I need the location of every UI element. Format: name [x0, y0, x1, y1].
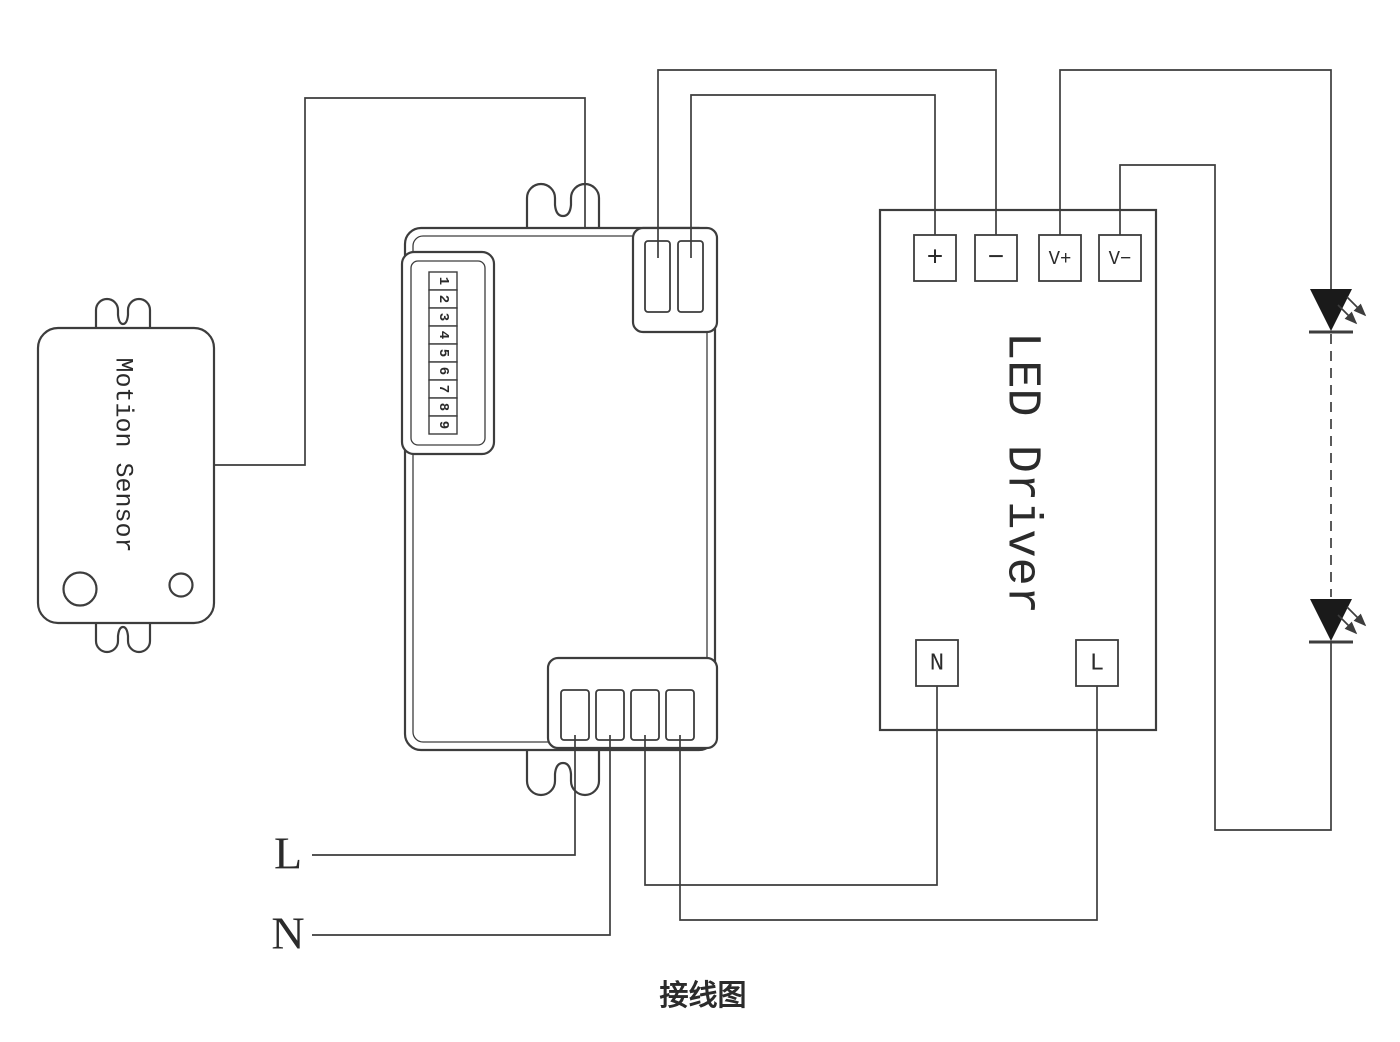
led-1-emission-arrow — [1337, 304, 1358, 325]
sensor-screw-hole-left — [62, 571, 98, 607]
terminal-plus-label: + — [927, 244, 944, 275]
driver-terminal-neutral: N — [915, 639, 959, 687]
diagram-title: 接线图 — [659, 978, 746, 1012]
sensor-mount-tab-bottom — [94, 622, 152, 654]
dip-digit: 8 — [435, 403, 451, 411]
led-2-emission-arrow — [1337, 614, 1358, 635]
led-1-emission-arrow — [1346, 296, 1367, 317]
motion-sensor-label: Motion Sensor — [109, 357, 138, 552]
driver-terminal-live: L — [1075, 639, 1119, 687]
controller-mount-tab-bottom — [525, 749, 601, 797]
mains-neutral-label: N — [271, 908, 304, 959]
dip-digit: 3 — [435, 313, 451, 321]
led-2 — [1309, 599, 1367, 644]
sensor-mount-tab-top — [94, 297, 152, 329]
input-terminal-3 — [630, 689, 660, 741]
input-terminal-2 — [595, 689, 625, 741]
input-terminal-block — [546, 656, 719, 750]
sensor-controller: 1 2 3 4 5 6 7 8 9 — [400, 182, 719, 797]
motion-sensor: Motion Sensor — [36, 297, 216, 654]
dip-digit: 5 — [435, 349, 451, 357]
wire-output2-to-plus — [690, 94, 936, 258]
dip-digit: 1 — [435, 277, 451, 285]
wire-vplus-to-led — [1059, 69, 1332, 289]
terminal-minus-label: − — [988, 244, 1005, 275]
wire-mains-neutral-input — [312, 735, 611, 936]
wire-mains-live-input — [312, 735, 576, 856]
input-terminal-4 — [665, 689, 695, 741]
wire-sensor-to-controller — [214, 97, 586, 466]
terminal-v-minus-label: V− — [1109, 248, 1132, 270]
controller-mount-tab-top — [525, 182, 601, 229]
led-1 — [1309, 289, 1367, 334]
dip-position-box — [428, 415, 458, 435]
dip-digit: 2 — [435, 295, 451, 303]
terminal-neutral-label: N — [930, 651, 944, 678]
led-2-diode — [1310, 599, 1352, 641]
driver-terminal-v-plus: V+ — [1038, 234, 1082, 282]
wire-controller-to-driver-live — [679, 686, 1098, 921]
terminal-live-label: L — [1090, 651, 1104, 678]
wire-led-return-to-vminus — [1119, 164, 1332, 831]
output-terminal-block — [631, 226, 719, 334]
led-string — [1309, 289, 1367, 644]
dip-switch: 1 2 3 4 5 6 7 8 9 — [400, 250, 496, 456]
input-terminal-1 — [560, 689, 590, 741]
driver-terminal-plus: + — [913, 234, 957, 282]
dip-digit: 4 — [435, 331, 451, 339]
sensor-body — [36, 326, 216, 625]
terminal-v-plus-label: V+ — [1049, 248, 1072, 270]
led-driver: LED Driver + − V+ V− N L — [878, 208, 1158, 732]
dip-digit: 9 — [435, 421, 451, 429]
wire-output1-to-minus — [657, 69, 997, 258]
dip-digit: 7 — [435, 385, 451, 393]
led-1-diode — [1310, 289, 1352, 331]
dip-switch-inner — [410, 260, 486, 446]
led-2-emission-arrow — [1346, 606, 1367, 627]
wires — [214, 69, 1332, 936]
dip-digit: 6 — [435, 367, 451, 375]
led-driver-label: LED Driver — [995, 332, 1048, 614]
sensor-screw-hole-right — [168, 572, 194, 598]
wire-controller-to-driver-neutral — [644, 686, 938, 886]
mains-live-label: L — [274, 828, 302, 879]
driver-terminal-v-minus: V− — [1098, 234, 1142, 282]
driver-terminal-minus: − — [974, 234, 1018, 282]
